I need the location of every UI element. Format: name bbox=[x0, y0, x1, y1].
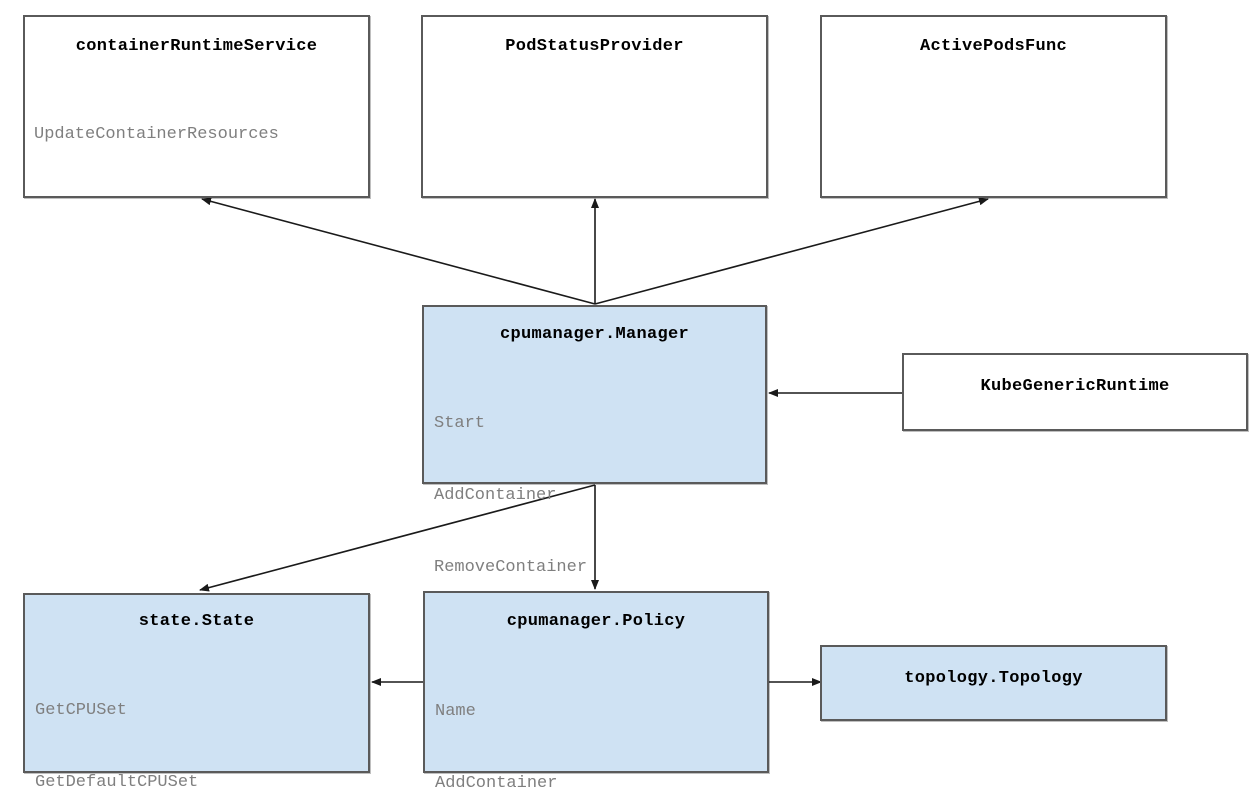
node-title: state.State bbox=[138, 612, 255, 631]
node-members: UpdateContainerResources bbox=[25, 75, 368, 195]
member-line: AddContainer bbox=[435, 774, 558, 788]
node-kube-generic-runtime[interactable]: KubeGenericRuntime bbox=[902, 353, 1248, 431]
node-container-runtime-service[interactable]: containerRuntimeService UpdateContainerR… bbox=[23, 15, 370, 198]
member-line: RemoveContainer bbox=[434, 558, 588, 577]
node-title: topology.Topology bbox=[904, 669, 1083, 688]
member-line: Start bbox=[434, 414, 486, 433]
node-members: Name AddContainer RemoveContainer bbox=[425, 652, 767, 788]
node-pod-status-provider[interactable]: PodStatusProvider bbox=[421, 15, 768, 198]
node-members: GetCPUSet GetDefaultCPUSet SetCPUSet Set… bbox=[25, 651, 368, 788]
node-title: cpumanager.Policy bbox=[506, 612, 686, 631]
node-title: containerRuntimeService bbox=[75, 37, 318, 56]
node-title: PodStatusProvider bbox=[505, 37, 684, 56]
node-topology-topology[interactable]: topology.Topology bbox=[820, 645, 1167, 721]
node-state-state[interactable]: state.State GetCPUSet GetDefaultCPUSet S… bbox=[23, 593, 370, 788]
node-cpumanager-manager[interactable]: cpumanager.Manager Start AddContainer Re… bbox=[422, 305, 767, 649]
node-cpumanager-policy[interactable]: cpumanager.Policy Name AddContainer Remo… bbox=[423, 591, 769, 788]
member-line: GetCPUSet bbox=[35, 701, 127, 720]
edge-manager-to-containerRuntimeService bbox=[201, 197, 596, 305]
node-title: KubeGenericRuntime bbox=[980, 377, 1170, 396]
node-title: cpumanager.Manager bbox=[499, 325, 690, 344]
member-line: GetDefaultCPUSet bbox=[35, 773, 199, 788]
edge-manager-to-activePodsFunc bbox=[594, 197, 989, 305]
node-title: ActivePodsFunc bbox=[919, 37, 1068, 56]
member-line: UpdateContainerResources bbox=[34, 125, 279, 144]
member-line: Name bbox=[435, 702, 476, 721]
node-active-pods-func[interactable]: ActivePodsFunc bbox=[820, 15, 1167, 198]
member-line: AddContainer bbox=[434, 486, 557, 505]
